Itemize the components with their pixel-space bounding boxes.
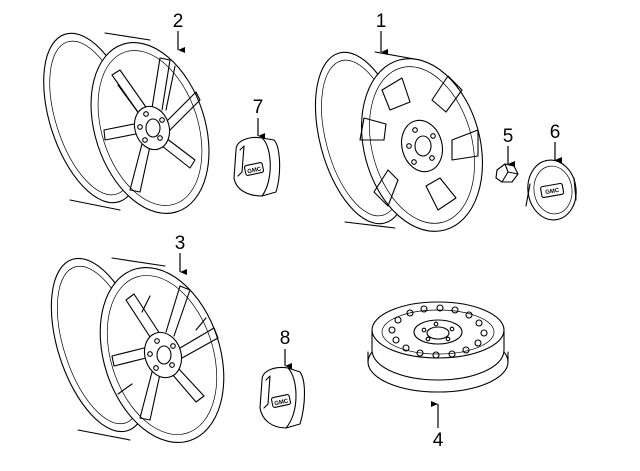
- center-cap-6: GMC: [525, 159, 577, 221]
- center-cap-7: GMC: [233, 136, 281, 197]
- cap-6-logo: GMC: [545, 188, 560, 196]
- callout-8: 8: [280, 328, 292, 369]
- callout-3-label: 3: [175, 233, 186, 254]
- callout-6-label: 6: [550, 122, 561, 143]
- callout-2-label: 2: [173, 11, 184, 32]
- wheel-1: [314, 51, 484, 232]
- wheel-2: [43, 32, 210, 214]
- center-cap-8: GMC: [259, 366, 306, 429]
- lug-nut: [495, 163, 519, 183]
- callout-6: 6: [550, 122, 562, 163]
- callout-5-label: 5: [503, 126, 514, 147]
- wheel-3: [50, 257, 225, 444]
- callout-1: 1: [376, 11, 388, 55]
- spare-wheel: [367, 301, 509, 393]
- callout-8-label: 8: [280, 328, 291, 349]
- callout-3: 3: [175, 233, 187, 275]
- callout-2: 2: [173, 11, 185, 53]
- callout-4: 4: [431, 401, 444, 451]
- callout-7-label: 7: [253, 97, 264, 118]
- callout-4-label: 4: [433, 430, 444, 451]
- callout-1-label: 1: [376, 11, 387, 32]
- cap-8-logo: GMC: [274, 398, 290, 407]
- callout-7: 7: [253, 97, 265, 139]
- callout-5: 5: [503, 126, 515, 167]
- cap-7-logo: GMC: [247, 166, 263, 175]
